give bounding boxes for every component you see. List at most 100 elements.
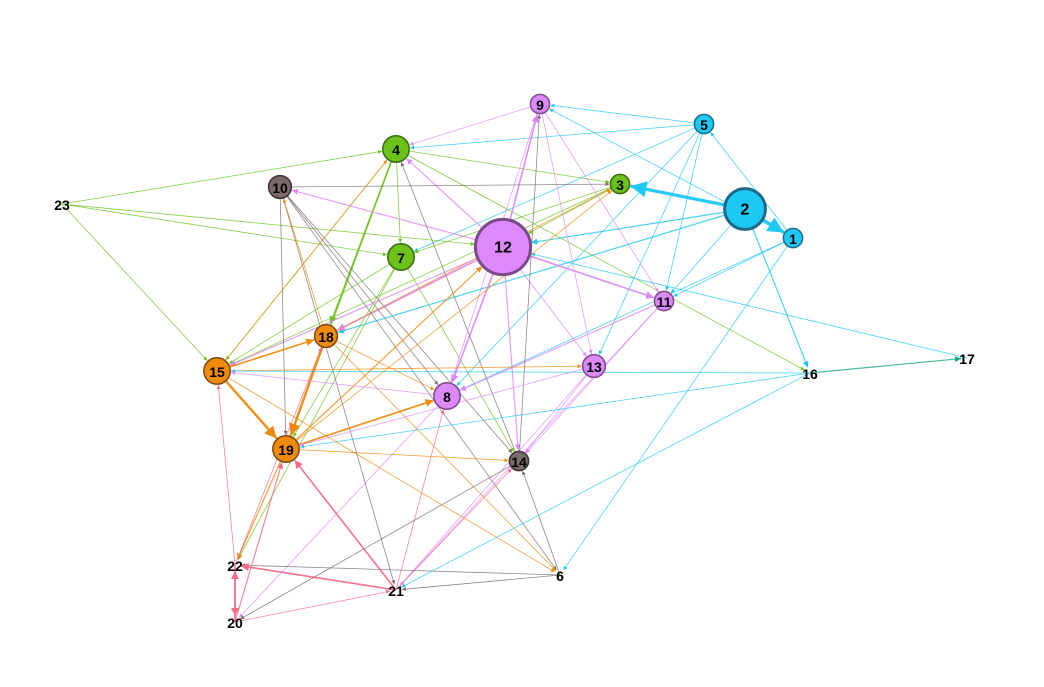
node-label: 1 [789, 231, 797, 247]
node-label: 19 [278, 442, 294, 458]
node-4[interactable]: 4 [382, 135, 410, 163]
node-label: 8 [443, 389, 451, 405]
edge-20-19 [234, 462, 284, 623]
node-circle[interactable] [609, 173, 631, 195]
node-11[interactable]: 11 [653, 290, 675, 312]
edge-6-22 [240, 563, 561, 576]
edge-14-4 [400, 162, 520, 462]
node-label: 23 [54, 197, 70, 213]
edge-2-12 [531, 208, 746, 245]
edge-8-20 [238, 395, 448, 618]
edge-19-12 [285, 266, 483, 450]
node-8[interactable]: 8 [433, 382, 461, 410]
edge-8-15 [231, 370, 448, 397]
node-circle[interactable] [387, 243, 415, 271]
edge-18-3 [325, 188, 611, 337]
edge-1-8 [459, 237, 794, 391]
node-1[interactable]: 1 [782, 227, 804, 249]
edge-16-21 [401, 372, 811, 588]
edge-4-16 [395, 148, 805, 371]
edge-15-6 [216, 370, 556, 573]
edge-23-15 [61, 203, 208, 361]
node-label: 18 [318, 329, 334, 345]
edge-5-7 [413, 123, 705, 252]
node-14[interactable]: 14 [508, 450, 530, 472]
edge-22-15 [216, 385, 236, 566]
edge-1-11 [673, 237, 794, 297]
node-23[interactable]: 23 [54, 197, 70, 213]
edge-16-15 [231, 369, 811, 374]
node-20[interactable]: 20 [227, 615, 243, 631]
edge-21-8 [395, 409, 445, 591]
node-circle[interactable] [508, 450, 530, 472]
node-6[interactable]: 6 [556, 568, 564, 584]
node-17[interactable]: 17 [959, 351, 975, 367]
node-12[interactable]: 12 [473, 217, 533, 277]
edge-10-8 [279, 186, 439, 386]
node-circle[interactable] [433, 382, 461, 410]
edge-21-19 [294, 459, 397, 591]
node-label: 5 [700, 117, 708, 133]
node-circle[interactable] [267, 174, 293, 200]
node-circle[interactable] [272, 435, 300, 463]
edge-19-22 [236, 448, 287, 560]
edge-2-16 [744, 208, 809, 368]
edge-9-11 [539, 103, 659, 293]
node-5[interactable]: 5 [693, 113, 715, 135]
node-7[interactable]: 7 [387, 243, 415, 271]
edge-15-18 [216, 338, 315, 372]
edge-19-14 [285, 448, 509, 463]
node-18[interactable]: 18 [313, 323, 339, 349]
edge-12-10 [291, 188, 504, 248]
node-3[interactable]: 3 [609, 173, 631, 195]
node-label: 21 [388, 583, 404, 599]
node-21[interactable]: 21 [388, 583, 404, 599]
node-circle[interactable] [723, 187, 767, 231]
node-circle[interactable] [382, 135, 410, 163]
edge-18-10 [282, 198, 327, 337]
node-2[interactable]: 2 [723, 187, 767, 231]
node-circle[interactable] [782, 227, 804, 249]
node-15[interactable]: 15 [203, 357, 231, 385]
node-circle[interactable] [203, 357, 231, 385]
edge-12-15 [229, 246, 504, 366]
edge-1-5 [710, 132, 794, 239]
edge-19-8 [285, 399, 434, 450]
edge-23-4 [61, 149, 383, 205]
edge-15-19 [216, 370, 278, 440]
edge-14-20 [240, 460, 520, 620]
edge-7-14 [400, 256, 515, 453]
edge-4-7 [395, 148, 403, 243]
node-circle[interactable] [529, 93, 551, 115]
edge-21-14 [395, 468, 512, 591]
edge-2-18 [337, 208, 746, 334]
node-19[interactable]: 19 [272, 435, 300, 463]
node-16[interactable]: 16 [802, 366, 818, 382]
node-10[interactable]: 10 [267, 174, 293, 200]
edge-18-6 [325, 335, 557, 571]
node-circle[interactable] [473, 217, 533, 277]
edge-23-12 [61, 203, 475, 246]
edge-19-3 [285, 190, 612, 450]
node-circle[interactable] [653, 290, 675, 312]
edge-15-4 [216, 159, 388, 372]
edge-5-9 [550, 103, 705, 125]
node-label: 2 [741, 202, 750, 219]
node-9[interactable]: 9 [529, 93, 551, 115]
node-label: 10 [272, 180, 288, 196]
node-label: 4 [392, 142, 400, 158]
node-13[interactable]: 13 [581, 353, 607, 379]
node-label: 7 [397, 250, 405, 266]
edge-23-7 [61, 203, 388, 257]
edge-9-13 [539, 103, 593, 354]
node-label: 6 [556, 568, 564, 584]
edge-10-19 [279, 186, 288, 435]
node-circle[interactable] [693, 113, 715, 135]
node-circle[interactable] [313, 323, 339, 349]
edge-3-7 [414, 183, 621, 254]
node-22[interactable]: 22 [227, 558, 243, 574]
node-circle[interactable] [581, 353, 607, 379]
node-label: 15 [209, 364, 225, 380]
